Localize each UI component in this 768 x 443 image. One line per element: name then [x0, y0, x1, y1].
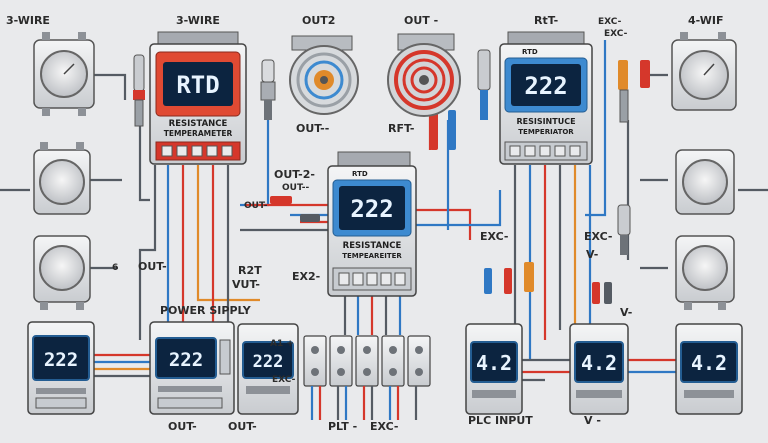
label-digit-mark: 6: [112, 263, 118, 273]
probe-right: [477, 49, 491, 120]
rtd-module-right: RTD 222 RESISINTUCE TEMPERIATOR: [499, 31, 593, 165]
center-module: RTD 222 RESISTANCE TEMPEAREITER: [327, 151, 417, 297]
bottom-unit-3: 222: [237, 323, 299, 415]
bottom-unit-4: 4.2: [465, 323, 523, 415]
gauge-left-2: [33, 142, 91, 215]
bottom-unit-1-display: 222: [44, 349, 78, 371]
bottom-unit-6-display: 4.2: [691, 351, 727, 375]
probe-left: [133, 54, 145, 127]
label-rtt-minus: RtT-: [534, 14, 558, 27]
rtd-top-title: RESISTANCE: [169, 119, 228, 129]
rtd-probes: [133, 49, 650, 304]
coil-sensor-left: [289, 35, 359, 115]
bottom-unit-2: 222: [149, 321, 235, 415]
label-plt-minus: PLT -: [328, 420, 357, 433]
rtd-top-display: RTD: [176, 71, 219, 99]
label-out-bottom-2: OUT-: [228, 420, 257, 433]
bottom-unit-5: 4.2: [569, 323, 629, 415]
coil-sensor-right: [387, 33, 461, 117]
label-plc-input: PLC INPUT: [468, 414, 533, 427]
label-three-wire-top: 3-WIRE: [176, 14, 220, 27]
label-four-wire: 4-WIF: [688, 14, 723, 27]
label-exc-bottom: EXC-: [370, 420, 399, 433]
label-rft-minus: RFT-: [388, 122, 414, 135]
label-out-2-minus: OUT-2-: [274, 168, 315, 181]
right-title: RESISINTUCE: [516, 117, 575, 126]
center-title: RESISTANCE: [343, 241, 402, 251]
label-out-left-mid: OUT--: [296, 122, 329, 135]
gauge-right-3: [675, 235, 735, 310]
label-out2-top: OUT2: [302, 14, 335, 27]
label-exc-left: EXC-: [272, 375, 296, 385]
label-out-minus-top: OUT -: [404, 14, 438, 27]
bottom-unit-6: 4.2: [675, 323, 743, 415]
label-exc-right: EXC-: [584, 230, 613, 243]
center-header: RTD: [352, 170, 368, 178]
right-subtitle: TEMPERIATOR: [518, 128, 574, 136]
probe-small-set: [270, 110, 612, 304]
center-subtitle: TEMPEAREITER: [342, 252, 402, 260]
probe-far-right: [617, 60, 650, 255]
gauge-right-1: [671, 32, 737, 111]
right-header: RTD: [522, 48, 538, 56]
label-out-small: OUT--: [282, 183, 310, 193]
label-exc-top-2: EXC-: [604, 29, 628, 39]
label-v-minus-right: V-: [586, 248, 598, 261]
label-ex2: EX2-: [292, 270, 320, 283]
gauge-left-3: [33, 235, 91, 310]
rtd-module-top: RTD RESISTANCE TEMPERAMETER: [149, 31, 247, 165]
label-exc-top-1: EXC-: [598, 17, 622, 27]
label-out-left: OUT-: [138, 260, 167, 273]
label-r2t: R2T: [238, 264, 262, 277]
probe-center: [260, 59, 276, 120]
label-exc-mid: EXC-: [480, 230, 509, 243]
label-a1-plus: A1 +: [270, 339, 294, 349]
label-three-wire-left: 3-WIRE: [6, 14, 50, 27]
label-out-side: OUT-: [244, 201, 268, 211]
bottom-unit-5-display: 4.2: [581, 351, 617, 375]
gauge-left-1: [33, 32, 95, 116]
rtd-top-subtitle: TEMPERAMETER: [164, 129, 233, 138]
label-v-minus-bottom: V -: [584, 414, 601, 427]
bottom-unit-2-display: 222: [169, 349, 203, 371]
gauge-right-2: [675, 149, 735, 215]
bottom-unit-1: 222: [27, 321, 95, 415]
side-gauges: [33, 32, 737, 310]
labels: 3-WIRE 3-WIRE OUT2 OUT - RtT- EXC- EXC- …: [6, 14, 723, 433]
bottom-units: 222 222 222 4.2: [27, 321, 743, 415]
label-vut: VUT-: [232, 278, 260, 291]
right-display: 222: [524, 72, 567, 100]
terminal-blocks: [303, 335, 431, 420]
bottom-unit-4-display: 4.2: [476, 351, 512, 375]
label-out-bottom-1: OUT-: [168, 420, 197, 433]
center-display: 222: [350, 195, 393, 223]
bottom-unit-3-display: 222: [253, 352, 284, 372]
label-power-supply: POWER SIPPLY: [160, 304, 252, 317]
label-v-minus-far: V-: [620, 306, 632, 319]
